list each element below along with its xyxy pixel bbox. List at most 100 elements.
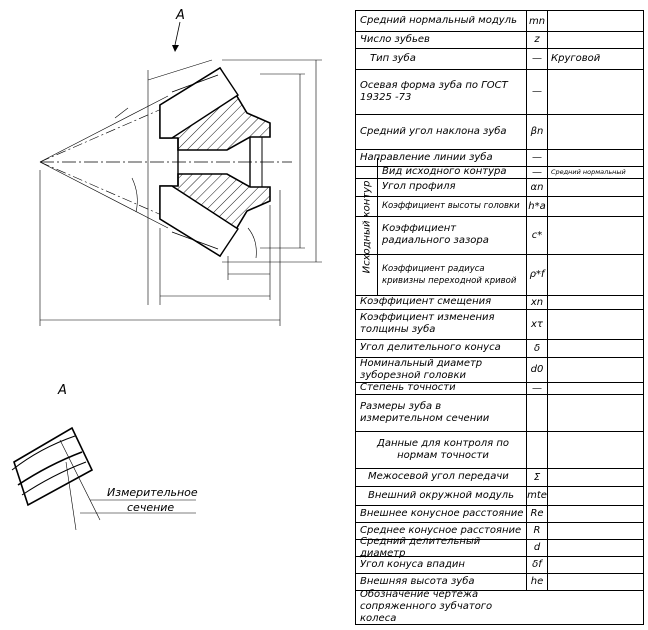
spec-row-value <box>548 31 643 48</box>
spec-row-value <box>548 486 643 505</box>
spec-row-label: Обозначение чертежа сопряженного зубчато… <box>360 589 493 624</box>
spec-row-label: Внешнее конусное расстояние <box>360 507 524 519</box>
spec-row-label: Коэффициент радиального зазора <box>382 223 489 246</box>
spec-row-label: Вид исходного контура <box>382 166 507 177</box>
spec-row-value <box>548 339 643 357</box>
bevel-gear-section-view <box>11 21 322 531</box>
spec-row: Число зубьев z <box>356 31 643 49</box>
spec-row: Направление линии зуба — <box>356 149 643 167</box>
spec-row-value <box>548 11 643 31</box>
spec-row-value <box>548 149 643 166</box>
spec-row-label: Среднее конусное расстояние <box>360 524 522 536</box>
spec-row: Угол делительного конуса δ <box>356 339 643 358</box>
spec-row-symbol: d0 <box>526 357 548 382</box>
spec-row-value <box>548 556 643 573</box>
spec-row: Средний нормальный модуль mn <box>356 11 643 32</box>
spec-row: Угол профиля αn <box>356 178 643 197</box>
spec-row-label: Средний делительный диаметр <box>360 535 481 559</box>
view-label-top: A <box>176 8 185 23</box>
spec-row: Степень точности — <box>356 382 643 395</box>
spec-row-value: Круговой <box>551 52 601 64</box>
spec-row-symbol: — <box>526 149 548 166</box>
spec-row-symbol: xn <box>526 295 548 309</box>
spec-row-symbol: mte <box>526 486 548 505</box>
spec-row: Размеры зуба в измерительном сечении <box>356 394 643 432</box>
spec-row: Вид исходного контура — Средний нормальн… <box>356 166 643 179</box>
spec-row-label: Угол делительного конуса <box>360 342 501 353</box>
spec-row: Внешнее конусное расстояние Re <box>356 505 643 523</box>
spec-row-symbol: — <box>526 166 548 178</box>
spec-row-label: Тип зуба <box>370 52 416 64</box>
section-label-line2: сечение <box>127 501 175 514</box>
spec-row-value <box>548 114 643 149</box>
spec-row-symbol: δf <box>526 556 548 573</box>
spec-row-label: Данные для контроля по нормам точности <box>377 437 509 461</box>
spec-row-value <box>548 573 643 590</box>
spec-row-label: Коэффициент смещения <box>360 296 492 307</box>
spec-group-label: Исходный контур <box>356 158 378 295</box>
spec-row-label: Направление линии зуба <box>360 151 493 163</box>
spec-row-value <box>548 295 643 309</box>
spec-row-value <box>548 522 643 539</box>
spec-row-value <box>548 178 643 196</box>
spec-row-symbol: — <box>526 382 548 394</box>
spec-row-value <box>548 309 643 339</box>
spec-row-value <box>548 69 643 114</box>
gear-drawing: A A Измерительное сечение <box>11 8 322 531</box>
spec-row-label: Межосевой угол передачи <box>368 471 509 482</box>
spec-row-symbol: mn <box>526 11 548 31</box>
spec-row-label: Число зубьев <box>360 33 430 45</box>
spec-row: Коэффициент смещения xn <box>356 295 643 310</box>
view-label-bottom: A <box>58 383 67 398</box>
spec-row-label: Номинальный диаметр зуборезной головки <box>360 357 483 381</box>
spec-row-symbol: he <box>526 573 548 590</box>
spec-row-label: Степень точности <box>360 382 456 393</box>
spec-row: Межосевой угол передачи Σ <box>356 468 643 487</box>
spec-row: Коэффициент радиуса кривизны переходной … <box>356 254 643 296</box>
spec-row-value <box>548 468 643 486</box>
spec-row-symbol: z <box>526 31 548 48</box>
spec-row-symbol <box>526 590 548 624</box>
spec-table: Исходный контур Средний нормальный модул… <box>355 10 644 625</box>
spec-row-symbol: R <box>526 522 548 539</box>
spec-row-label: Осевая форма зуба по ГОСТ 19325 -73 <box>360 79 508 103</box>
spec-row-symbol: — <box>526 69 548 114</box>
spec-row: Коэффициент высоты головки h*a <box>356 196 643 217</box>
spec-row-value <box>548 357 643 382</box>
spec-row-symbol: ρ*f <box>526 254 548 295</box>
spec-row-symbol: xτ <box>526 309 548 339</box>
spec-row-value <box>548 216 643 254</box>
spec-row: Тип зуба — Круговой <box>356 48 643 70</box>
spec-row: Среднее конусное расстояние R <box>356 522 643 540</box>
spec-row: Средний угол наклона зуба βn <box>356 114 643 150</box>
spec-row-symbol: h*a <box>526 196 548 216</box>
spec-row-value <box>548 196 643 216</box>
spec-row: Внешний окружной модуль mte <box>356 486 643 506</box>
spec-row-symbol: Re <box>526 505 548 522</box>
spec-row-value: Средний нормальный <box>551 168 626 176</box>
spec-row-symbol <box>526 394 548 431</box>
spec-row-label: Внешняя высота зуба <box>360 575 475 587</box>
spec-row-symbol: αn <box>526 178 548 196</box>
spec-row: Коэффициент изменения толщины зуба xτ <box>356 309 643 340</box>
spec-row-symbol: δ <box>526 339 548 357</box>
section-label-line1: Измерительное <box>107 486 198 499</box>
spec-row-value <box>548 382 643 394</box>
spec-row-label: Угол профиля <box>382 181 456 192</box>
spec-row: Средний делительный диаметр d <box>356 535 643 559</box>
spec-row-value <box>548 394 643 431</box>
spec-row: Внешняя высота зуба he <box>356 573 643 591</box>
spec-row-label: Коэффициент радиуса кривизны переходной … <box>382 263 517 286</box>
spec-row: Данные для контроля по нормам точности <box>356 431 643 469</box>
spec-row: Коэффициент радиального зазора c* <box>356 216 643 255</box>
spec-row-value <box>548 431 643 468</box>
spec-row-value <box>548 539 643 556</box>
spec-row-symbol: βn <box>526 114 548 149</box>
spec-row-value <box>548 590 643 624</box>
spec-row-symbol: — <box>526 48 548 69</box>
spec-row-label: Угол конуса впадин <box>360 558 465 570</box>
spec-row-symbol: c* <box>526 216 548 254</box>
spec-row: Номинальный диаметр зуборезной головки d… <box>356 357 643 383</box>
spec-row-symbol: d <box>526 539 548 556</box>
spec-row-label: Размеры зуба в измерительном сечении <box>360 400 490 424</box>
